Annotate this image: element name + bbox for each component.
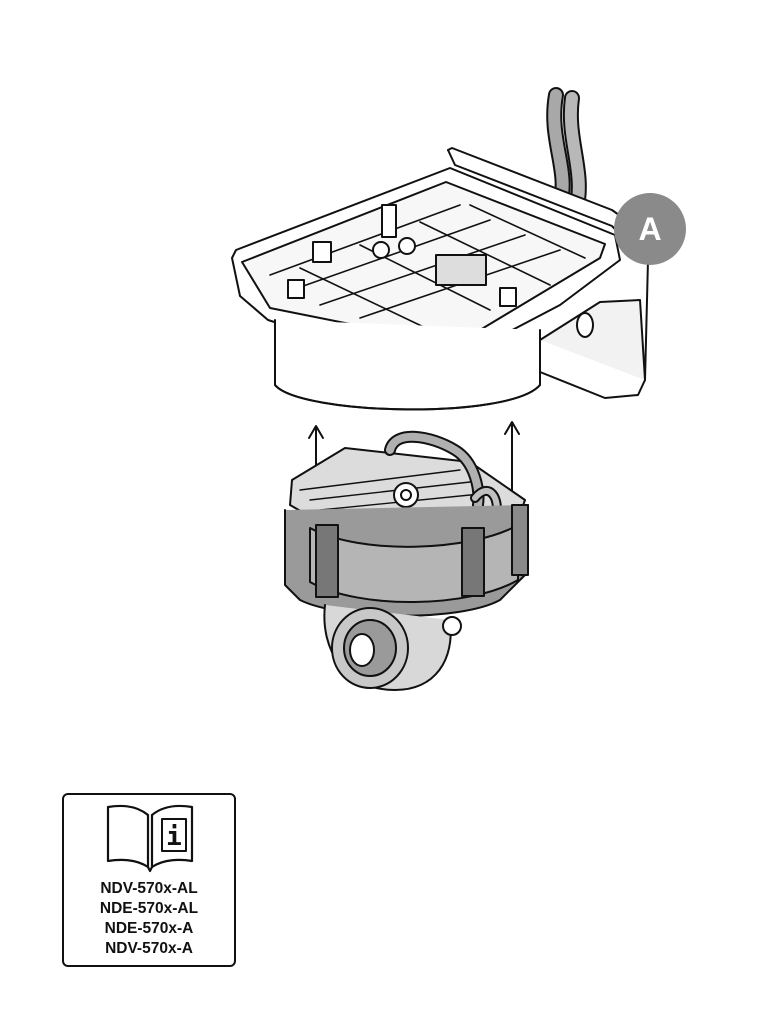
camera-module bbox=[284, 430, 529, 691]
model-list: NDV-570x-AL NDE-570x-AL NDE-570x-A NDV-5… bbox=[64, 879, 234, 959]
model-name: NDV-570x-AL bbox=[100, 880, 198, 897]
model-name: NDE-570x-A bbox=[104, 920, 194, 937]
info-letter: i bbox=[166, 822, 182, 852]
callout-label-a: A bbox=[614, 193, 686, 265]
info-box: i NDV-570x-AL NDE-570x-AL NDE-570x-A NDV… bbox=[62, 793, 236, 967]
wall-mount-bracket bbox=[231, 147, 649, 411]
model-name: NDV-570x-A bbox=[105, 940, 193, 957]
model-name: NDE-570x-AL bbox=[99, 900, 199, 917]
manual-info-icon: i bbox=[106, 804, 194, 873]
installation-illustration bbox=[231, 87, 649, 691]
